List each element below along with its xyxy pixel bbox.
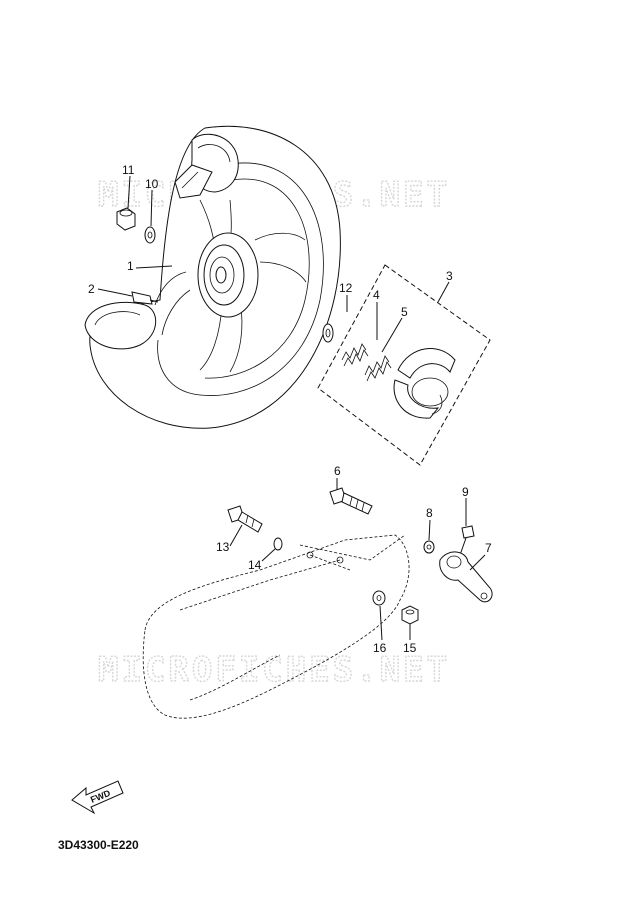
nut-part-15 [401, 605, 419, 625]
callout-14: 14 [248, 558, 262, 572]
callout-16: 16 [373, 641, 387, 655]
stud-part-13 [227, 505, 263, 533]
brake-shoe-kit [317, 264, 491, 466]
watermark-bottom: MICROFICHES.NET [98, 650, 450, 690]
nut-part-11 [116, 207, 136, 231]
callout-10: 10 [145, 177, 159, 191]
washer-part-12 [322, 323, 334, 343]
oring-part-14 [273, 537, 283, 551]
callout-9: 9 [462, 485, 469, 499]
callout-1: 1 [127, 259, 134, 273]
callout-13: 13 [216, 540, 230, 554]
callout-15: 15 [403, 641, 417, 655]
callout-8: 8 [426, 506, 433, 520]
callout-5: 5 [401, 305, 408, 319]
callout-6: 6 [334, 464, 341, 478]
callout-4: 4 [373, 288, 380, 302]
washer-part-10 [144, 226, 156, 244]
callout-2: 2 [88, 282, 95, 296]
valve-part [131, 291, 159, 305]
crankcase-cover [142, 534, 410, 719]
forward-arrow: FWD [71, 780, 124, 815]
bolt-part-9 [459, 525, 475, 556]
screw-part-6 [329, 487, 373, 515]
rear-wheel [84, 125, 341, 429]
diagram-code: 3D43300-E220 [58, 838, 139, 852]
callout-7: 7 [485, 541, 492, 555]
leader-lines [97, 175, 486, 641]
callout-12: 12 [339, 281, 353, 295]
callout-11: 11 [122, 163, 135, 177]
washer-part-16 [372, 590, 386, 606]
washer-part-8 [423, 540, 435, 554]
lever-part-7 [439, 551, 493, 603]
callout-3: 3 [446, 269, 453, 283]
callout-numbers: 1 2 3 4 5 6 7 8 9 10 11 12 13 14 15 16 [88, 163, 492, 655]
